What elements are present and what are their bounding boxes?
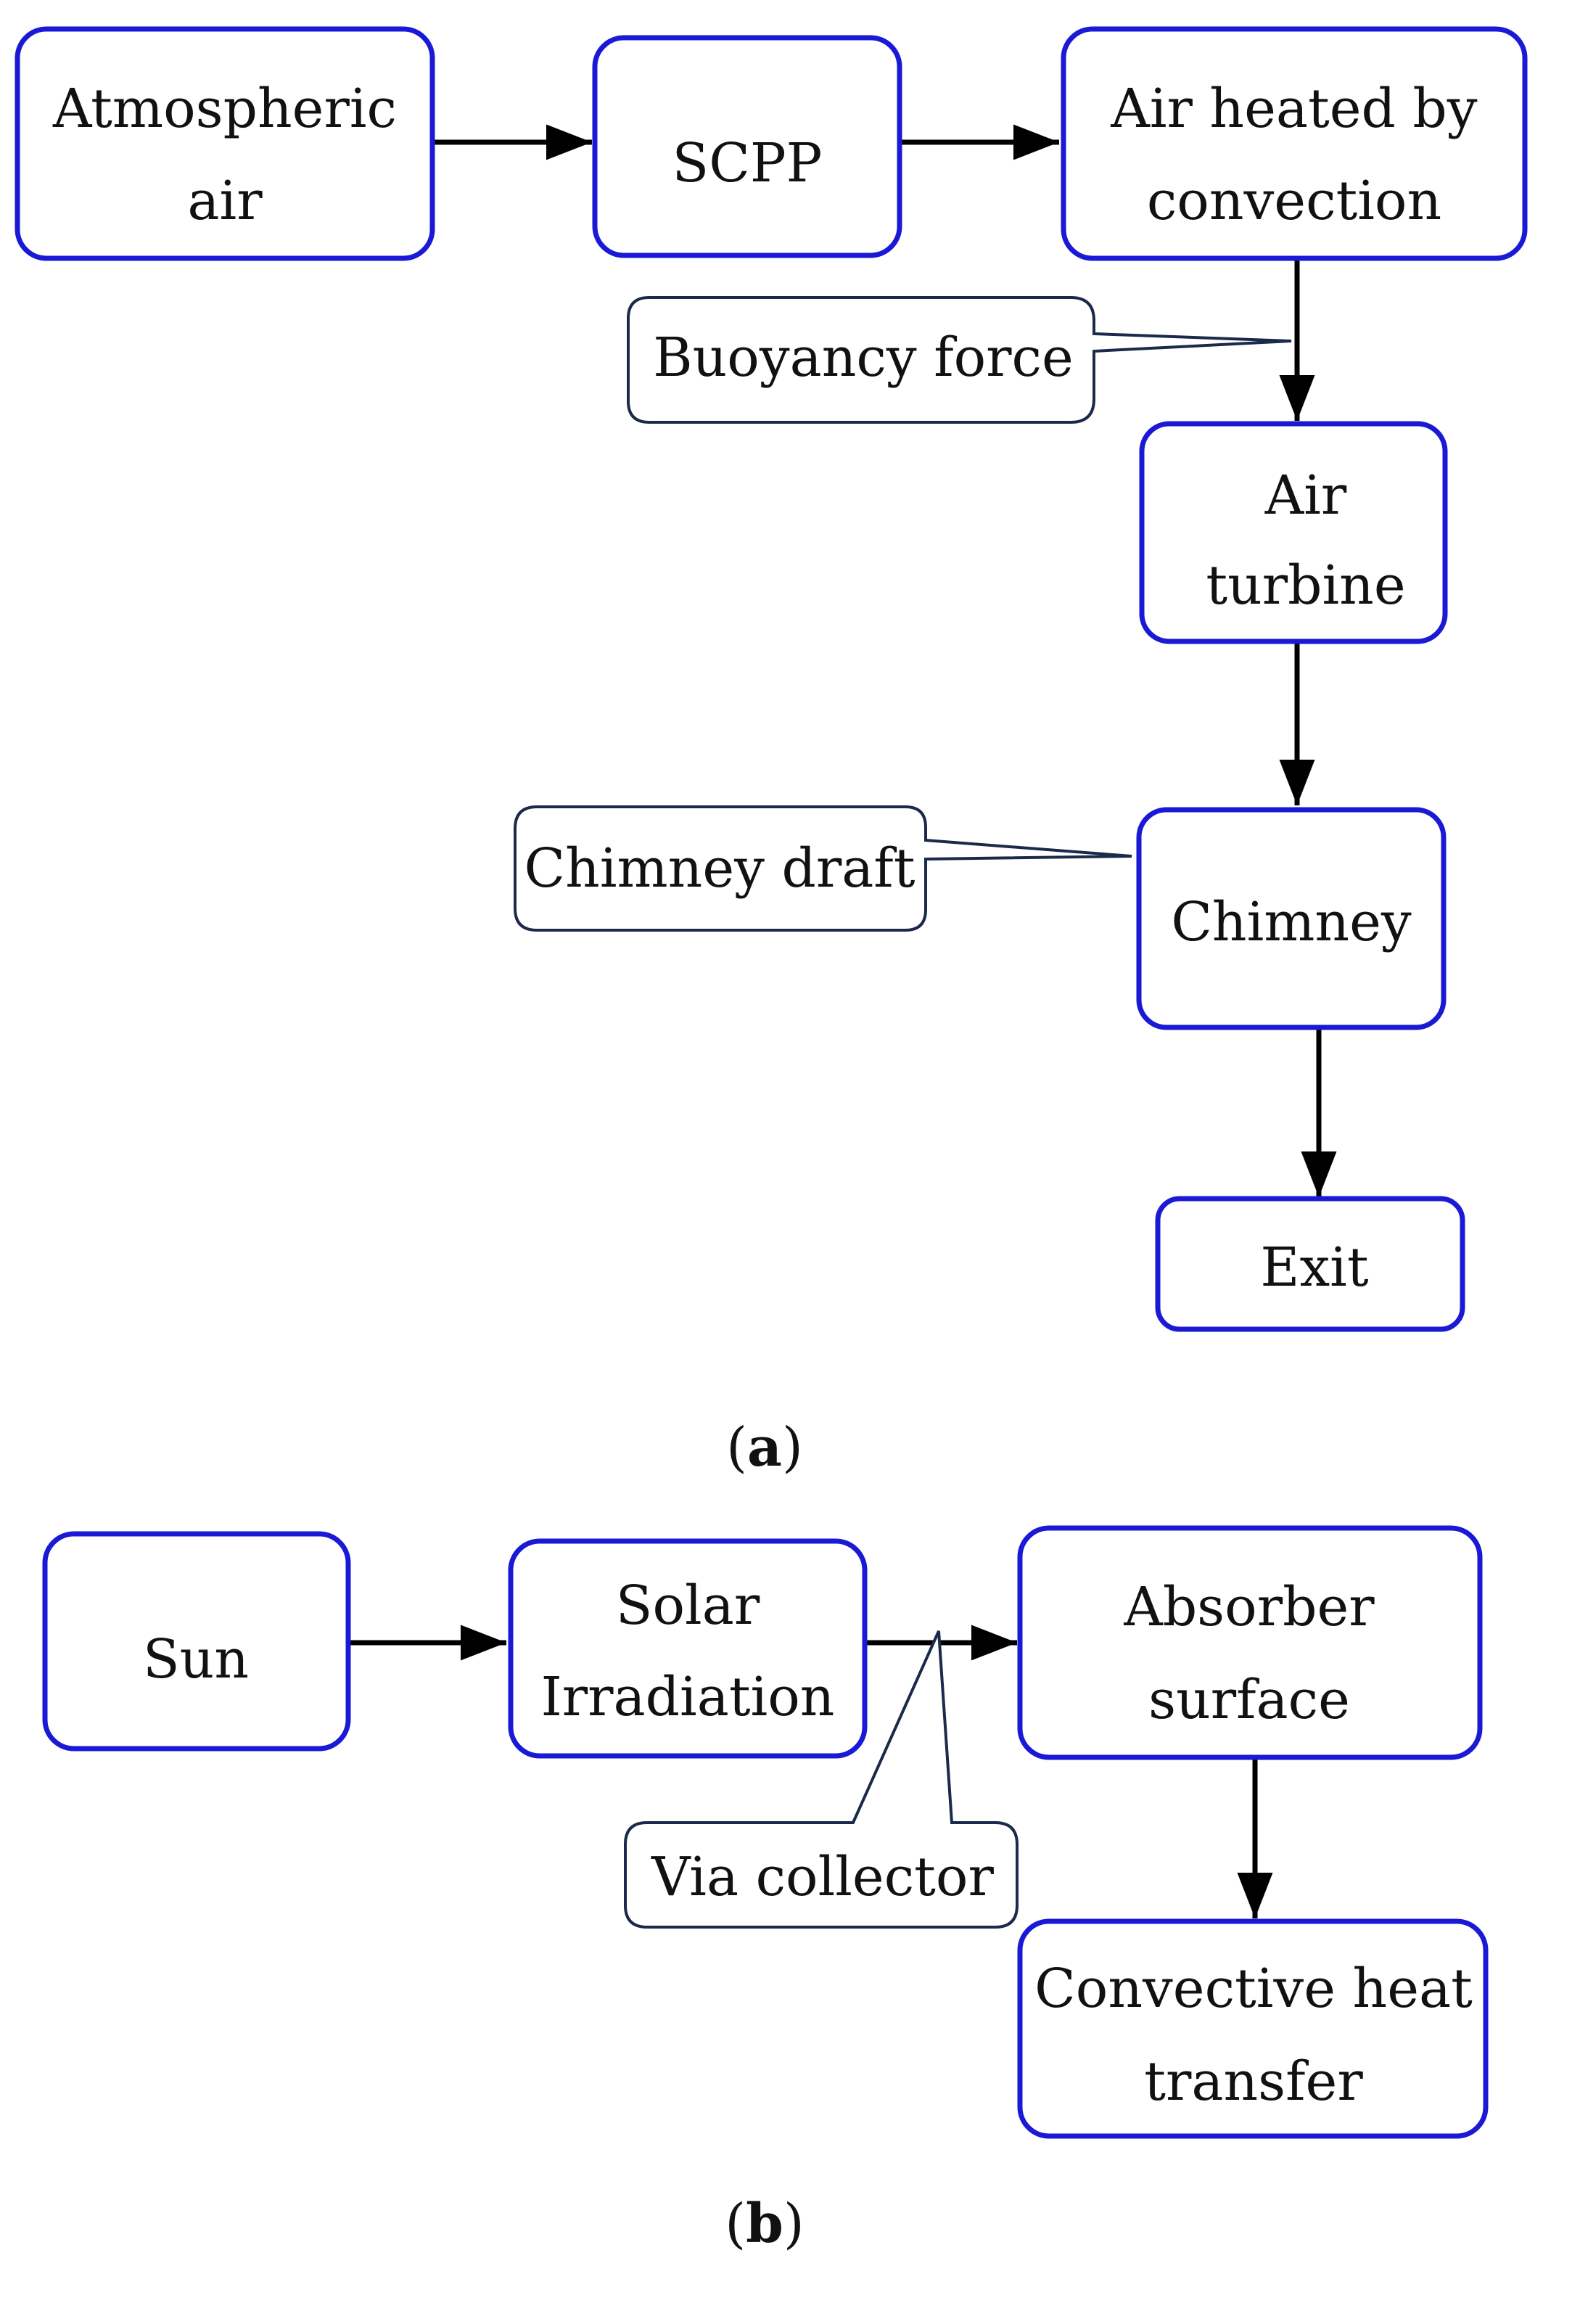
callout-chimney-draft: Chimney draft bbox=[514, 805, 1132, 932]
node-scpp-label: SCPP bbox=[672, 132, 823, 194]
callout-via-collector-label: Via collector bbox=[651, 1846, 994, 1908]
diagram-a: Atmospheric air SCPP Air heated by conve… bbox=[15, 26, 1528, 1479]
node-absorber-surface-line1: Absorber bbox=[1123, 1576, 1375, 1638]
callout-chimney-draft-label: Chimney draft bbox=[524, 837, 916, 900]
node-air-heated: Air heated by convection bbox=[1061, 26, 1528, 261]
node-solar-irradiation-line2: Irradiation bbox=[541, 1666, 835, 1728]
node-air-heated-line1: Air heated by bbox=[1110, 78, 1477, 140]
node-air-turbine-line2: turbine bbox=[1206, 554, 1405, 617]
node-chimney: Chimney bbox=[1136, 807, 1447, 1030]
node-exit-label: Exit bbox=[1260, 1236, 1368, 1299]
node-atmospheric-air-line2: air bbox=[187, 170, 263, 232]
node-solar-irradiation-line1: Solar bbox=[616, 1574, 760, 1637]
node-air-heated-line2: convection bbox=[1147, 170, 1441, 232]
node-absorber-surface: Absorber surface bbox=[1017, 1525, 1483, 1760]
node-convective-heat-transfer-line1: Convective heat bbox=[1034, 1958, 1473, 2020]
callout-buoyancy-force-label: Buoyancy force bbox=[653, 327, 1074, 389]
node-air-turbine: Air turbine bbox=[1139, 421, 1448, 644]
node-sun-label: Sun bbox=[143, 1628, 249, 1691]
node-atmospheric-air: Atmospheric air bbox=[15, 26, 435, 261]
caption-b: (b) bbox=[725, 2193, 805, 2255]
node-solar-irradiation: Solar Irradiation bbox=[508, 1538, 868, 1759]
node-convective-heat-transfer: Convective heat transfer bbox=[1017, 1918, 1489, 2139]
caption-a: (a) bbox=[726, 1416, 803, 1479]
diagram-b: Sun Solar Irradiation Absorber surface C… bbox=[42, 1525, 1489, 2255]
node-atmospheric-air-line1: Atmospheric bbox=[52, 78, 397, 140]
node-convective-heat-transfer-line2: transfer bbox=[1144, 2050, 1363, 2113]
node-exit: Exit bbox=[1155, 1196, 1465, 1332]
node-chimney-label: Chimney bbox=[1171, 891, 1412, 953]
callout-buoyancy-force: Buoyancy force bbox=[627, 296, 1292, 424]
node-scpp: SCPP bbox=[592, 35, 902, 258]
node-sun: Sun bbox=[42, 1531, 351, 1752]
node-air-turbine-line1: Air bbox=[1264, 464, 1347, 527]
node-absorber-surface-line2: surface bbox=[1148, 1669, 1350, 1731]
callout-via-collector: Via collector bbox=[624, 1630, 1019, 1929]
